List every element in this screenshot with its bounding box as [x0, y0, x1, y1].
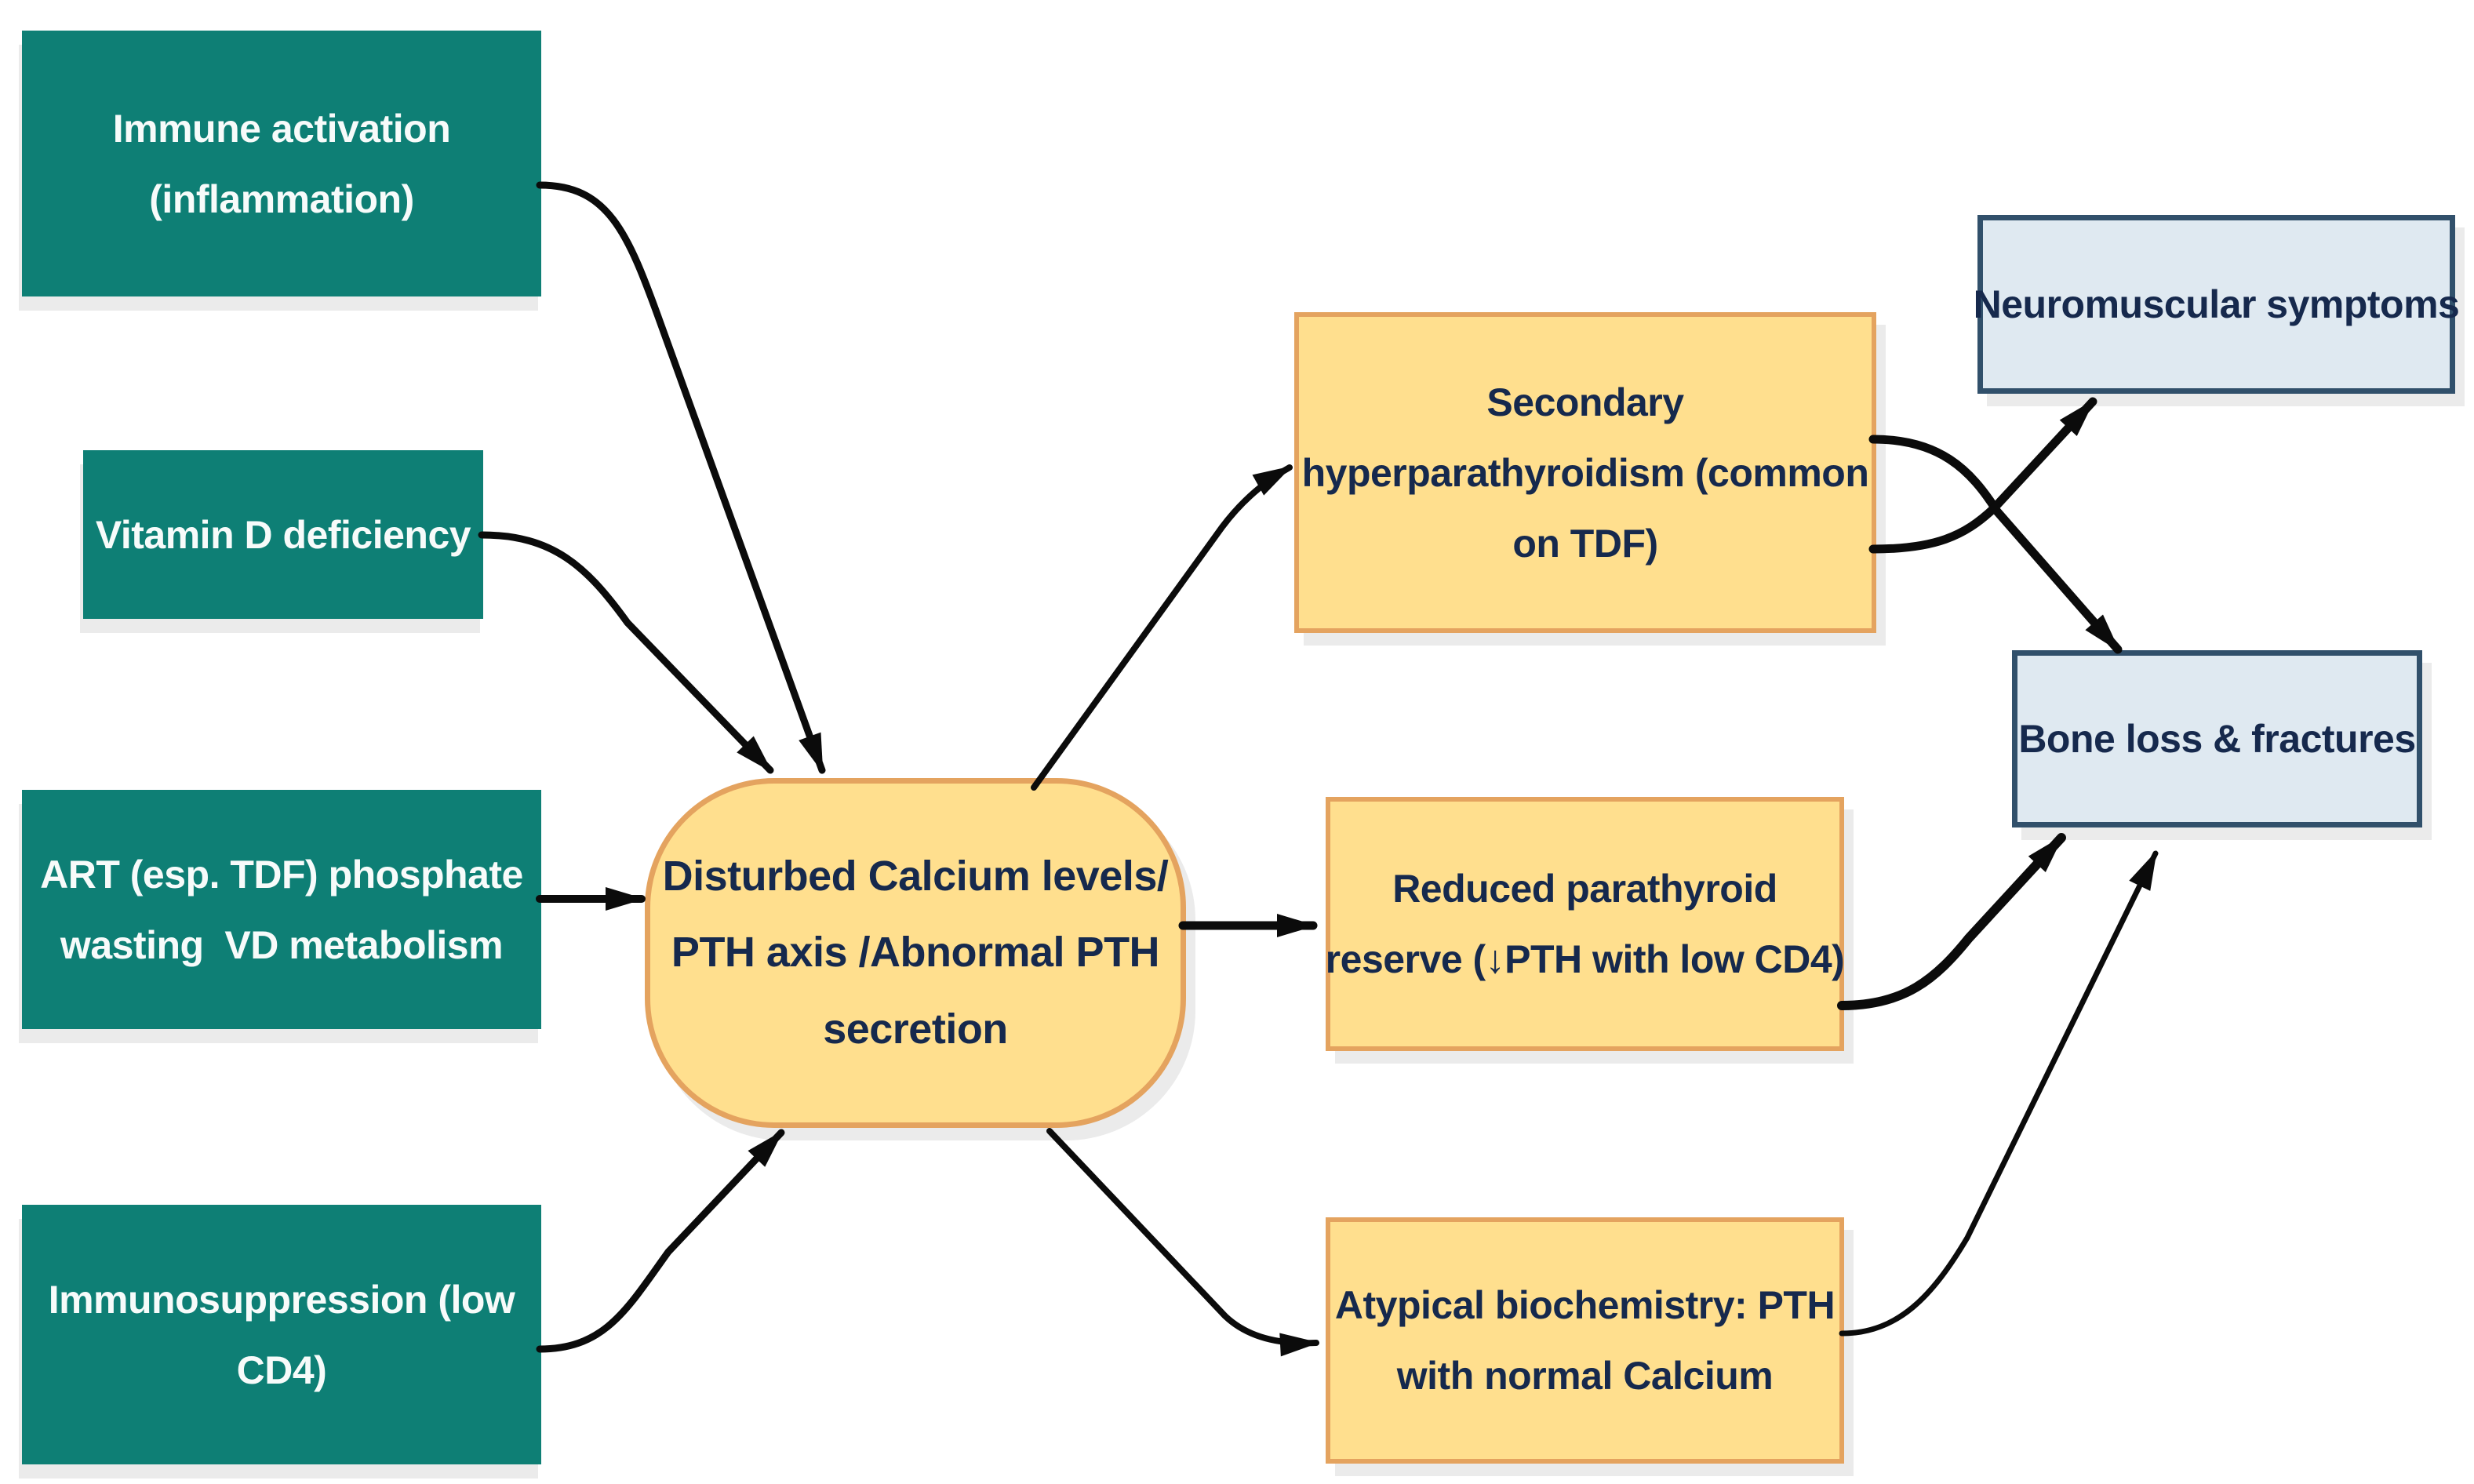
edge-hub-to-secondary [1031, 464, 1293, 791]
node-neuromuscular-symptoms: Neuromuscular symptoms [1974, 215, 2460, 394]
node-vitamin-d-deficiency: Vitamin D deficiency [83, 450, 483, 619]
node-immune-activation: Immune activation (inflammation) [22, 31, 541, 296]
node-art-phosphate-wasting: ART (esp. TDF) phosphate wasting VD meta… [22, 790, 541, 1029]
node-label: ART (esp. TDF) phosphate wasting VD meta… [40, 852, 523, 967]
node-label: Secondary hyperparathyroidism (common on… [1301, 380, 1869, 566]
node-immunosuppression: Immunosuppression (low CD4) [22, 1205, 541, 1464]
edge-reduced-to-bone-loss [1837, 833, 2066, 1010]
node-label: Atypical biochemistry: PTH with normal C… [1334, 1283, 1835, 1398]
node-secondary-hyperparathyroidism: Secondary hyperparathyroidism (common on… [1294, 312, 1876, 633]
node-label: Disturbed Calcium levels/ PTH axis /Abno… [662, 853, 1169, 1053]
node-label: Immunosuppression (low CD4) [48, 1277, 515, 1392]
node-bone-loss-fractures: Bone loss & fractures [2012, 650, 2422, 827]
node-label: Reduced parathyroid reserve (↓PTH with l… [1325, 867, 1845, 981]
edge-vitamin-d-to-hub [478, 531, 774, 774]
edge-immune-to-hub [536, 181, 826, 774]
node-label: Immune activation (inflammation) [112, 106, 451, 221]
node-disturbed-calcium-hub: Disturbed Calcium levels/ PTH axis /Abno… [645, 778, 1186, 1128]
edge-secondary-to-neuromuscular [1868, 397, 2097, 554]
node-atypical-biochemistry: Atypical biochemistry: PTH with normal C… [1326, 1217, 1844, 1464]
node-label: Neuromuscular symptoms [1973, 282, 2460, 326]
edge-hub-to-atypical [1046, 1128, 1319, 1357]
node-label: Vitamin D deficiency [95, 512, 471, 557]
edge-immunosuppression-to-hub [536, 1129, 785, 1353]
edge-secondary-to-bone-loss [1868, 435, 2123, 654]
node-label: Bone loss & fractures [2018, 717, 2416, 761]
edge-atypical-to-bone-loss [1839, 850, 2159, 1337]
node-reduced-parathyroid-reserve: Reduced parathyroid reserve (↓PTH with l… [1325, 797, 1845, 1051]
